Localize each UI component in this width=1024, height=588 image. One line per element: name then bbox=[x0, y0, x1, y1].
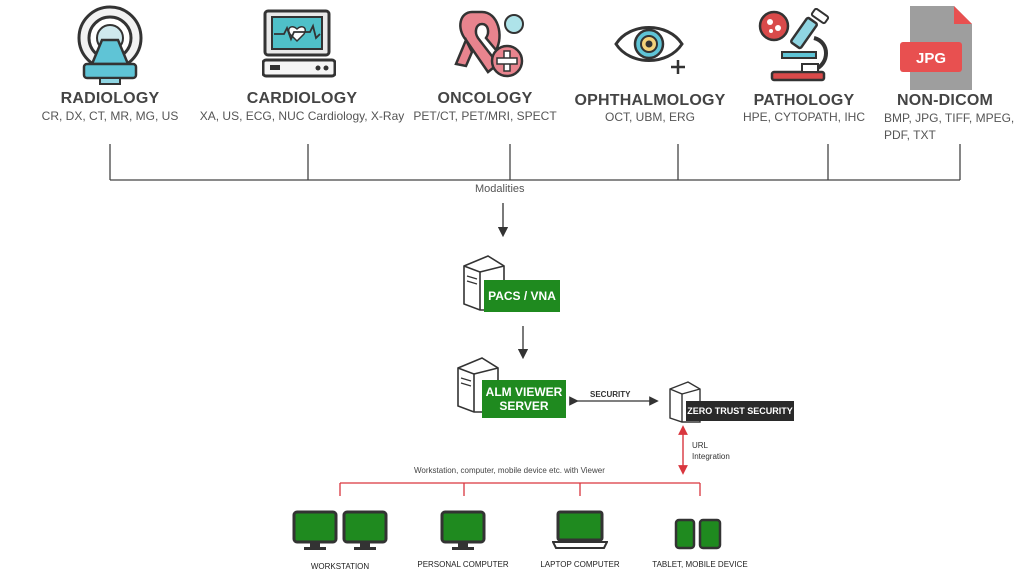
modality-title-ophthalmology: OPHTHALMOLOGY bbox=[574, 92, 726, 109]
device-label-laptop-computer: LAPTOP COMPUTER bbox=[540, 560, 620, 569]
modality-subtitle-cardiology: XA, US, ECG, NUC Cardiology, X-Ray bbox=[199, 109, 405, 123]
personal-computer-icon bbox=[440, 510, 486, 552]
zero-trust-security-box: ZERO TRUST SECURITY bbox=[686, 401, 794, 421]
microscope-icon bbox=[758, 7, 836, 84]
url-integration-line1: URL bbox=[692, 441, 709, 450]
modality-title-pathology: PATHOLOGY bbox=[753, 92, 855, 109]
alm-viewer-line1: ALM VIEWER bbox=[485, 385, 563, 399]
modality-subtitle-pathology: HPE, CYTOPATH, IHC bbox=[742, 110, 865, 124]
tablet-mobile-icon bbox=[674, 518, 722, 550]
device-label-workstation: WORKSTATION bbox=[310, 562, 370, 571]
alm-viewer-server-box: ALM VIEWER SERVER bbox=[482, 380, 566, 418]
clients-caption: Workstation, computer, mobile device etc… bbox=[414, 466, 605, 475]
cancer-ribbon-icon bbox=[452, 6, 530, 82]
device-label-tablet-mobile: TABLET, MOBILE DEVICE bbox=[652, 560, 748, 569]
security-label: SECURITY bbox=[590, 390, 631, 399]
modality-title-radiology: RADIOLOGY bbox=[60, 90, 160, 107]
url-integration-label: URL Integration bbox=[692, 440, 730, 462]
svg-text:JPG: JPG bbox=[916, 50, 946, 67]
modality-subtitle-radiology: CR, DX, CT, MR, MG, US bbox=[41, 109, 179, 123]
device-label-personal-computer: PERSONAL COMPUTER bbox=[417, 560, 509, 569]
modality-subtitle-ophthalmology: OCT, UBM, ERG bbox=[604, 110, 695, 124]
modality-subtitle-non-dicom-line1: BMP, JPG, TIFF, MPEG, bbox=[884, 111, 1015, 125]
eye-icon bbox=[614, 18, 690, 76]
modality-title-non-dicom: NON-DICOM bbox=[896, 92, 993, 109]
ecg-monitor-icon bbox=[261, 8, 337, 82]
ct-scanner-icon bbox=[72, 4, 148, 88]
modality-title-cardiology: CARDIOLOGY bbox=[246, 90, 358, 107]
alm-viewer-line2: SERVER bbox=[499, 399, 549, 413]
modality-subtitle-oncology: PET/CT, PET/MRI, SPECT bbox=[413, 109, 557, 123]
modality-title-oncology: ONCOLOGY bbox=[437, 90, 533, 107]
workstation-icon bbox=[292, 510, 388, 552]
url-integration-line2: Integration bbox=[692, 452, 730, 461]
pacs-vna-box: PACS / VNA bbox=[484, 280, 560, 312]
laptop-computer-icon bbox=[551, 510, 609, 550]
modalities-caption: Modalities bbox=[475, 183, 525, 195]
jpg-file-icon: JPG bbox=[900, 4, 974, 92]
modality-subtitle-non-dicom-line2: PDF, TXT bbox=[884, 128, 936, 142]
